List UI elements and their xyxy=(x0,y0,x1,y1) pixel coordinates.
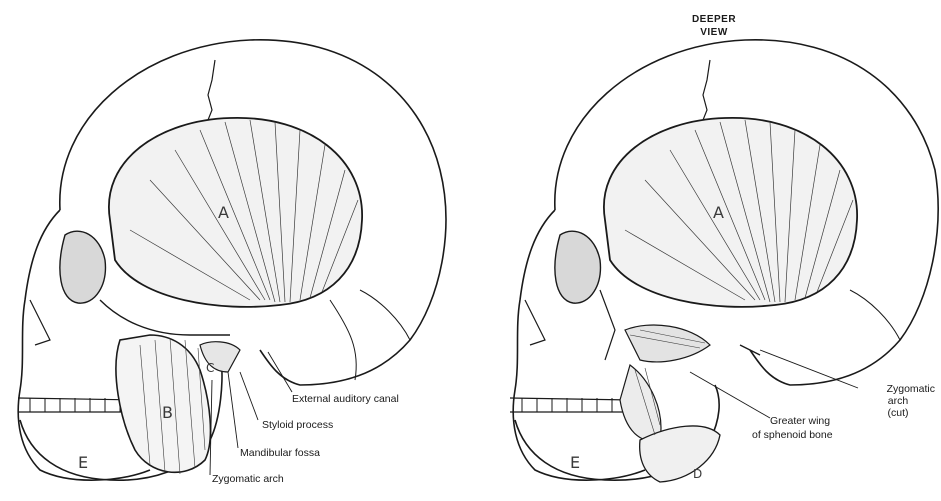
left-skull-illustration xyxy=(18,40,446,480)
left-letter-b: B xyxy=(162,403,173,422)
right-letter-a: A xyxy=(713,203,724,222)
heading-view: VIEW xyxy=(700,27,728,38)
right-letter-d: D xyxy=(693,467,702,481)
right-letter-e: E xyxy=(570,453,580,472)
left-letter-a: A xyxy=(218,203,229,222)
label-styloid-process: Styloid process xyxy=(262,419,333,431)
heading-deeper: DEEPER xyxy=(692,14,736,25)
label-mandibular-fossa: Mandibular fossa xyxy=(240,447,320,459)
label-greater-wing-1: Greater wing xyxy=(770,415,830,427)
left-letter-e: E xyxy=(78,453,88,472)
right-skull-illustration xyxy=(510,40,938,482)
left-letter-c: C xyxy=(206,361,214,375)
label-zygomatic-arch-cut-2: arch xyxy=(888,395,909,407)
label-zygomatic-arch-cut-1: Zygomatic xyxy=(887,383,935,395)
label-zygomatic-arch-cut-3: (cut) xyxy=(888,407,909,419)
label-zygomatic-arch: Zygomatic arch xyxy=(212,473,284,485)
label-external-auditory-canal: External auditory canal xyxy=(292,393,399,405)
label-greater-wing-2: of sphenoid bone xyxy=(752,429,833,441)
